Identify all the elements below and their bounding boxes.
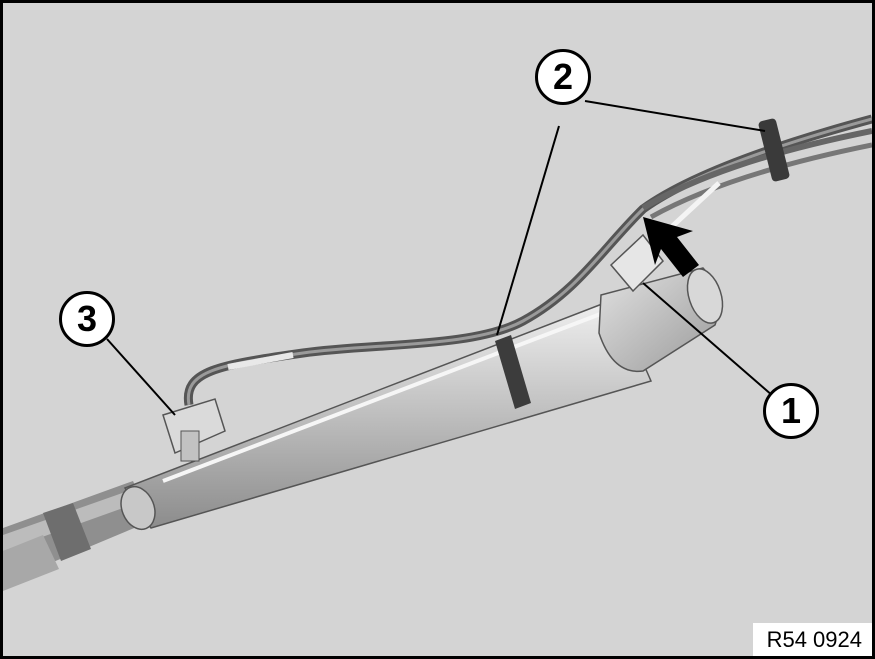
callout-2: 2	[535, 49, 591, 105]
callout-3-label: 3	[76, 298, 98, 339]
cylinder-body	[120, 298, 653, 531]
reference-code: R54 0924	[752, 623, 872, 656]
clamp-band-lower	[495, 335, 531, 409]
axle-shaft	[3, 481, 151, 591]
callout-1-label: 1	[780, 390, 802, 431]
clamp-band-upper	[758, 118, 790, 182]
callout-1: 1	[763, 383, 819, 439]
connector-part-3	[162, 398, 226, 462]
hose-line	[183, 114, 872, 406]
callout-2-label: 2	[552, 56, 574, 97]
housing-part-1	[598, 233, 724, 373]
leader-lines	[106, 100, 774, 416]
callout-3: 3	[59, 291, 115, 347]
diagram-illustration	[3, 100, 872, 591]
pointer-arrow	[643, 217, 699, 277]
